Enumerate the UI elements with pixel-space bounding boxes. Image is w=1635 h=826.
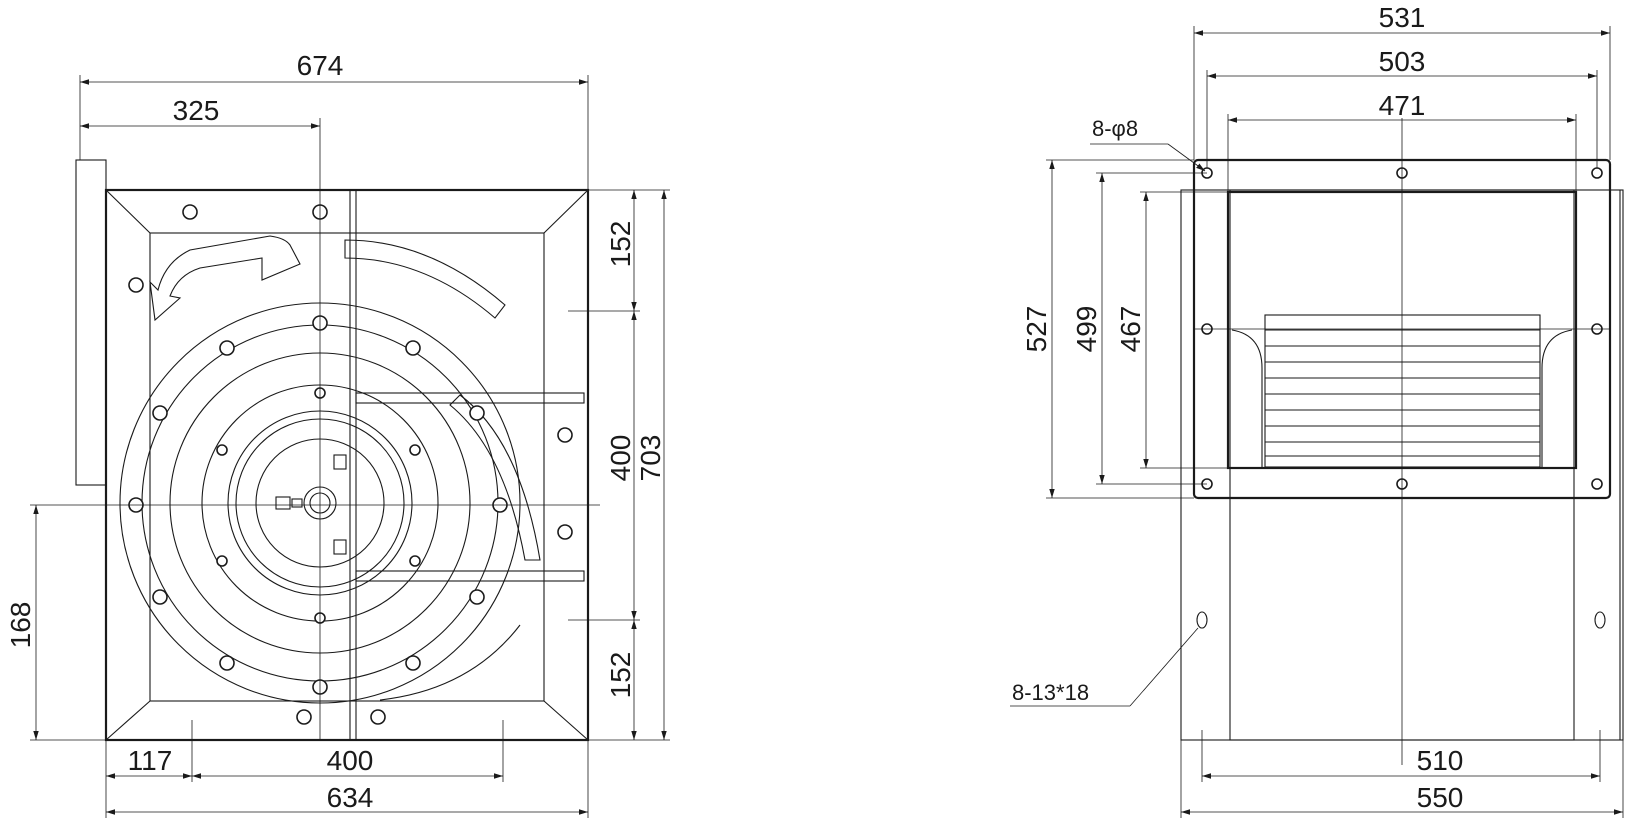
dim-inner-width: 471 xyxy=(1379,90,1426,121)
impeller-blades xyxy=(1231,314,1573,468)
dim-outer-width: 531 xyxy=(1379,2,1426,33)
dim-flange-width: 503 xyxy=(1379,46,1426,77)
dim-bottom-width: 634 xyxy=(327,782,374,813)
dim-left-offset: 117 xyxy=(128,745,173,776)
rotation-arrow-icon xyxy=(149,235,301,322)
front-bolt-holes xyxy=(128,204,573,725)
dim-top-section: 152 xyxy=(605,221,636,268)
front-view: 674 325 152 400 152 703 168 117 400 634 xyxy=(5,50,670,818)
dim-flange-height: 499 xyxy=(1071,306,1102,353)
side-flange-plate xyxy=(75,159,107,486)
dim-middle-section: 400 xyxy=(605,435,636,482)
dim-center-offset: 325 xyxy=(173,95,220,126)
dim-outer-height: 527 xyxy=(1021,306,1052,353)
front-housing-outer xyxy=(104,188,590,742)
dim-left-height: 168 xyxy=(5,602,36,649)
vertical-divider-bar xyxy=(349,189,357,741)
dim-bottom-section: 152 xyxy=(605,652,636,699)
dim-base-width: 550 xyxy=(1417,782,1464,813)
note-foot-slots: 8-13*18 xyxy=(1012,680,1089,705)
dim-bottom-span: 400 xyxy=(327,745,374,776)
front-housing-inner xyxy=(149,232,545,702)
dim-inner-height: 467 xyxy=(1115,306,1146,353)
foot-slot-right xyxy=(1594,611,1606,629)
note-flange-holes: 8-φ8 xyxy=(1092,116,1138,141)
foot-slot-left xyxy=(1196,611,1208,629)
dim-foot-span: 510 xyxy=(1417,745,1464,776)
side-view: 531 503 471 527 499 467 510 550 8-φ8 8-1… xyxy=(1010,2,1624,818)
dim-overall-height: 703 xyxy=(635,435,666,482)
dim-overall-width: 674 xyxy=(297,50,344,81)
